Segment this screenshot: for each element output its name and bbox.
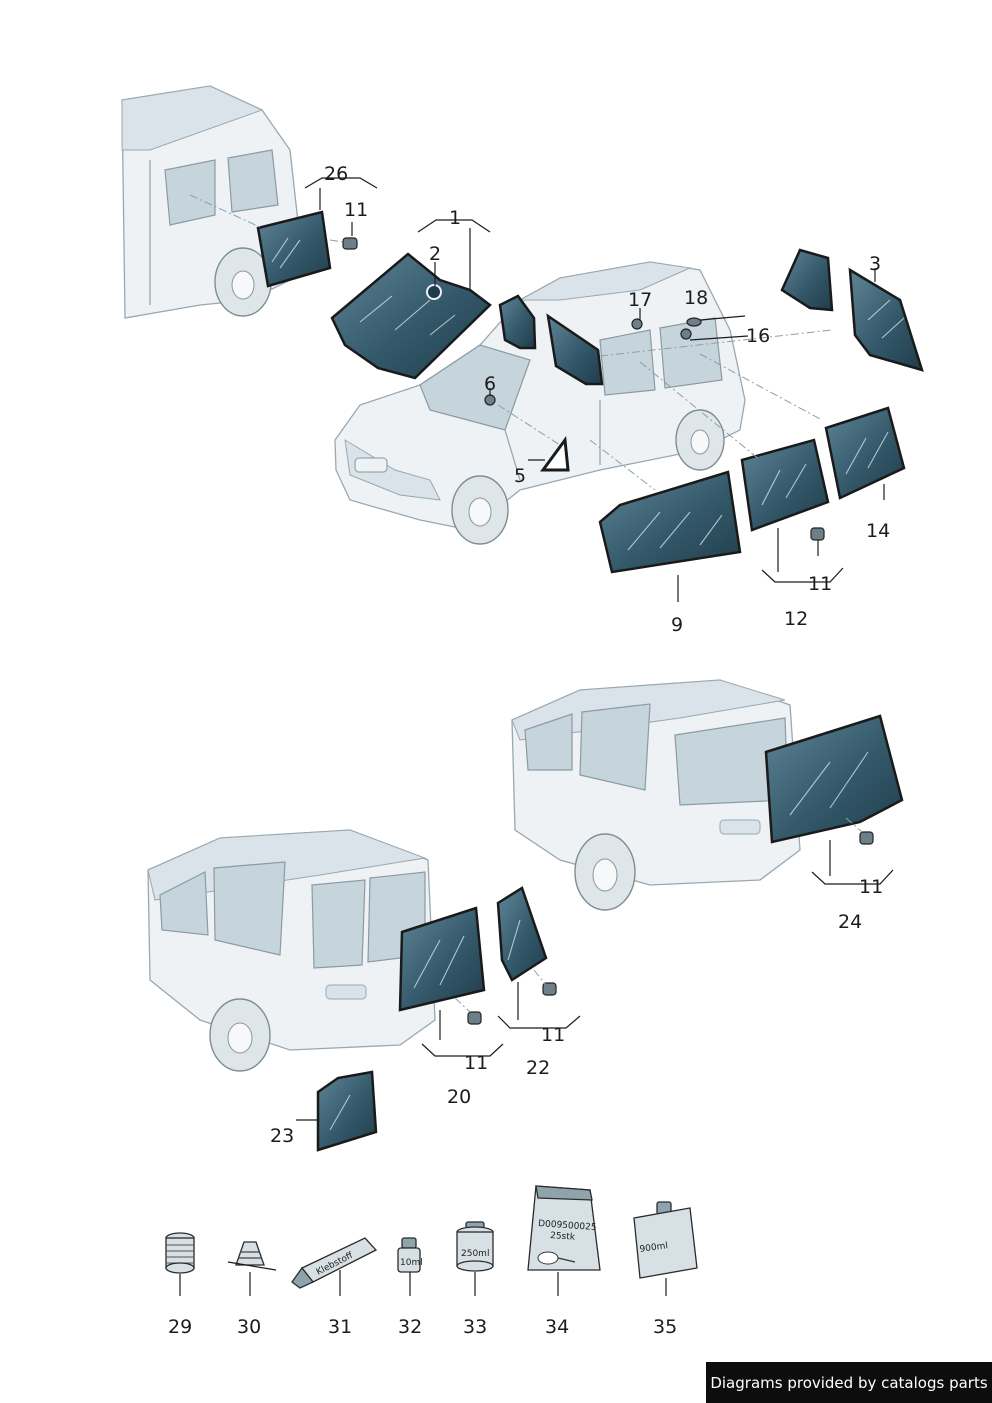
callout-3: 3 — [869, 253, 881, 275]
callout-2: 2 — [429, 243, 441, 265]
glass-part-front-door — [546, 313, 604, 386]
callout-26: 26 — [324, 163, 348, 185]
van-tailgate-illustration — [511, 679, 801, 911]
clip-16 — [680, 328, 692, 340]
callout-24: 24 — [838, 911, 862, 933]
projection-lines-top — [189, 194, 833, 491]
leader-lines-bottom — [296, 817, 894, 1121]
callout-17: 17 — [628, 289, 652, 311]
glass-part-20 — [398, 906, 486, 1012]
callout-6: 6 — [484, 373, 496, 395]
callout-14: 14 — [866, 520, 890, 542]
callout-12: 12 — [784, 608, 808, 630]
glass-part-3b — [848, 267, 924, 372]
glass-part-windscreen-1 — [330, 252, 492, 380]
glass-part-9 — [598, 470, 742, 574]
callout-11: 11 — [344, 199, 368, 221]
glass-part-3a — [780, 248, 834, 312]
glass-part-14 — [824, 406, 906, 500]
callout-1: 1 — [449, 207, 461, 229]
callout-34: 34 — [545, 1316, 569, 1338]
bolt-11-mid — [810, 527, 825, 541]
callout-35: 35 — [653, 1316, 677, 1338]
glass-part-23 — [316, 1070, 378, 1152]
can-label: 250ml — [461, 1249, 489, 1259]
callout-22: 22 — [526, 1057, 550, 1079]
callout-29: 29 — [168, 1316, 192, 1338]
clip-6 — [484, 394, 496, 406]
item-31-adhesive-tube: Klebstoff — [291, 1237, 378, 1296]
callout-11: 11 — [859, 876, 883, 898]
callout-30: 30 — [237, 1316, 261, 1338]
clip-17 — [631, 318, 643, 330]
glass-part-22 — [496, 886, 548, 982]
bolt-11-top — [342, 237, 358, 250]
van-main-illustration — [334, 261, 746, 545]
callout-5: 5 — [514, 465, 526, 487]
leader-lines-top — [304, 177, 885, 602]
callout-32: 32 — [398, 1316, 422, 1338]
callout-33: 33 — [463, 1316, 487, 1338]
glass-part-quarter-front — [498, 294, 537, 350]
item-32-vial: 10ml — [397, 1237, 423, 1296]
callout-11: 11 — [541, 1024, 565, 1046]
callout-20: 20 — [447, 1086, 471, 1108]
callout-11: 11 — [464, 1052, 488, 1074]
item-33-can: 250ml — [456, 1221, 494, 1296]
glass-part-24 — [764, 714, 904, 844]
callout-23: 23 — [270, 1125, 294, 1147]
bolt-11-r — [859, 831, 874, 845]
callout-labels: 26 11 1 2 3 17 18 16 6 5 14 11 12 9 11 2… — [168, 163, 890, 1338]
callout-11: 11 — [808, 573, 832, 595]
callout-18: 18 — [684, 287, 708, 309]
footer-credit-text: Diagrams provided by catalogs parts — [710, 1373, 988, 1392]
callout-9: 9 — [671, 614, 683, 636]
clip-18 — [686, 317, 702, 327]
item-35-bottle: 900ml — [633, 1201, 698, 1296]
callout-16: 16 — [746, 325, 770, 347]
bolt-11-b1 — [467, 1011, 482, 1025]
glass-part-26 — [256, 210, 332, 288]
glass-part-5 — [540, 435, 570, 472]
item-29-sealing-cord — [165, 1232, 195, 1296]
bag-label-line1: D009500025 — [538, 1219, 597, 1233]
footer-credit-banner[interactable]: Diagrams provided by catalogs parts — [706, 1362, 992, 1403]
vial-label: 10ml — [400, 1258, 423, 1268]
bolt-11-b2 — [542, 982, 557, 996]
bag-label-line2: 25stk — [550, 1231, 576, 1243]
item-30-nozzle — [227, 1241, 277, 1296]
bottle-label: 900ml — [639, 1241, 669, 1255]
callout-31: 31 — [328, 1316, 352, 1338]
item-34-clip-bag: D009500025 25stk — [527, 1185, 601, 1296]
van-rear-partial-illustration — [121, 85, 301, 319]
van-barndoor-illustration — [147, 829, 436, 1072]
glass-part-12 — [740, 438, 830, 532]
